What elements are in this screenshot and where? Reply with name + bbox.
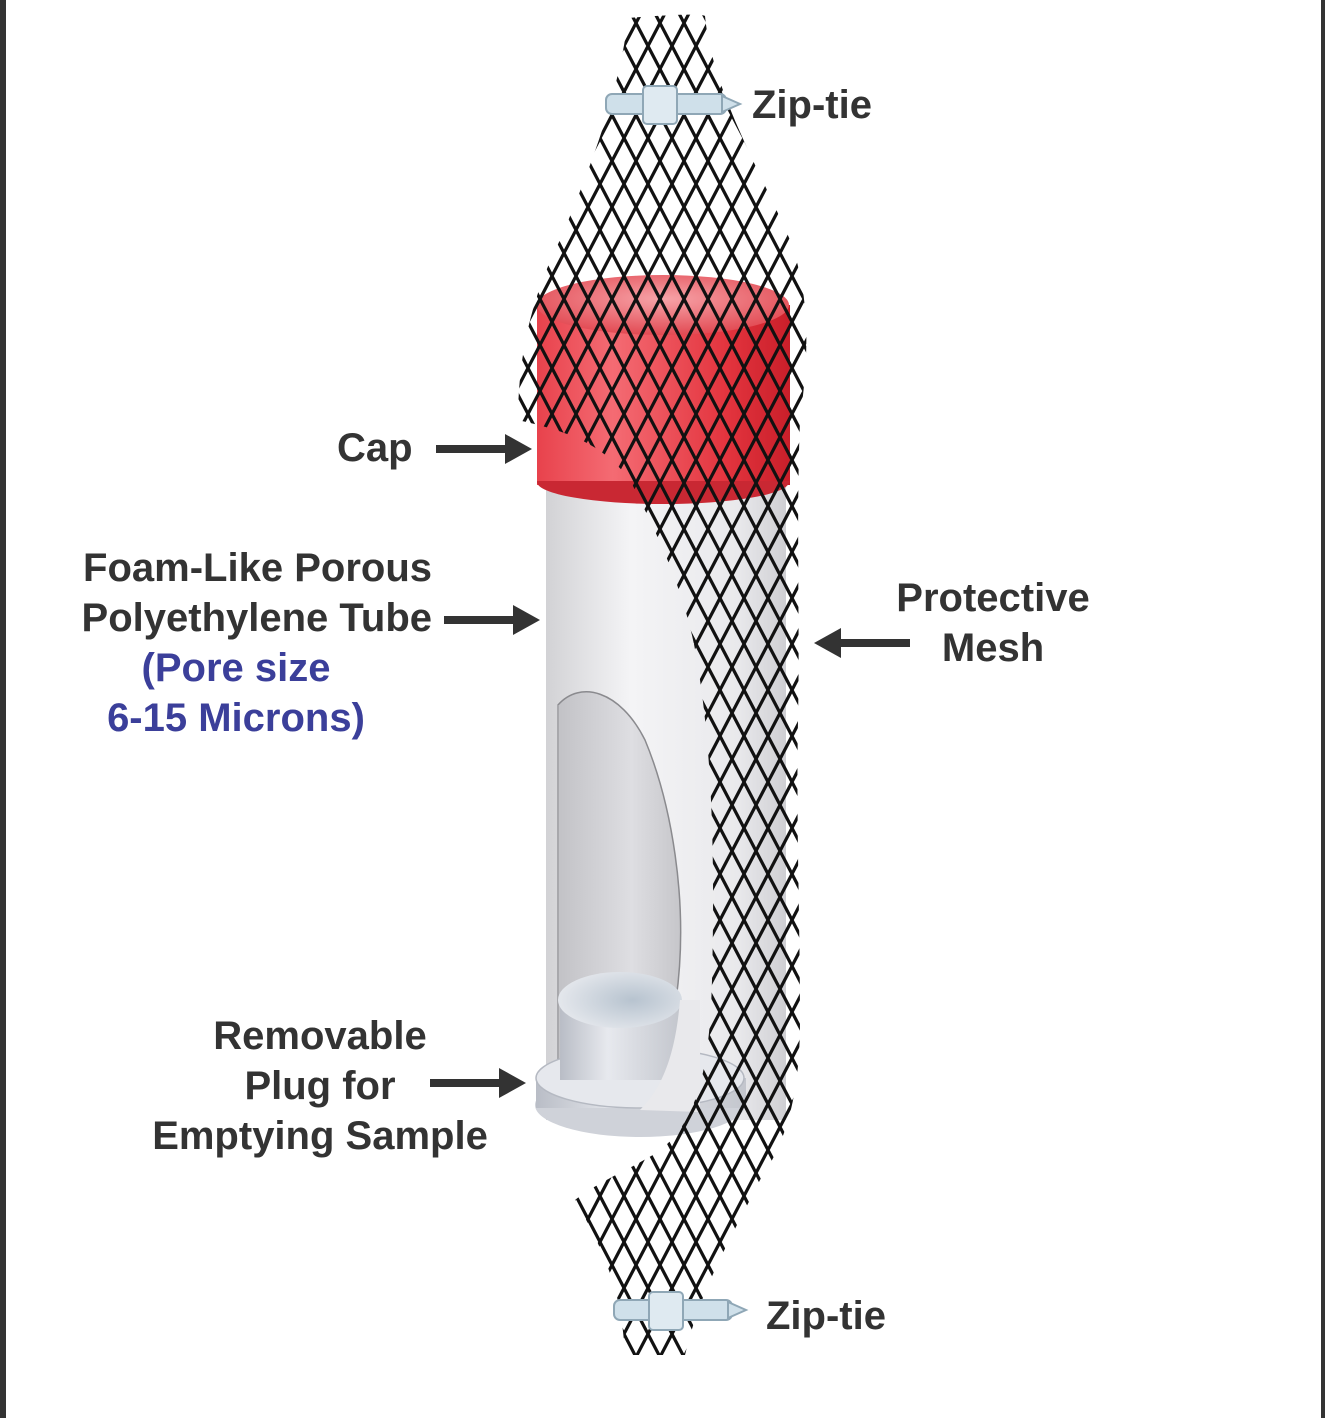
arrow-tube-icon <box>444 605 540 635</box>
plug-label-line2: Plug for <box>120 1061 520 1111</box>
tube-label-line2: Polyethylene Tube <box>30 593 432 643</box>
cap-label: Cap <box>337 423 413 473</box>
plug-label-line1: Removable <box>120 1011 520 1061</box>
zip-tie-top-label: Zip-tie <box>752 80 872 130</box>
arrow-cap-icon <box>436 434 532 464</box>
pore-size-label-line1: (Pore size <box>30 643 442 693</box>
plug-label-line3: Emptying Sample <box>120 1111 520 1161</box>
mesh-label-line1: Protective <box>876 573 1110 623</box>
zip-tie-bottom-label: Zip-tie <box>766 1291 886 1341</box>
pore-size-label-line2: 6-15 Microns) <box>30 693 442 743</box>
tube-label-line1: Foam-Like Porous <box>30 543 432 593</box>
mesh-label-line2: Mesh <box>876 623 1110 673</box>
